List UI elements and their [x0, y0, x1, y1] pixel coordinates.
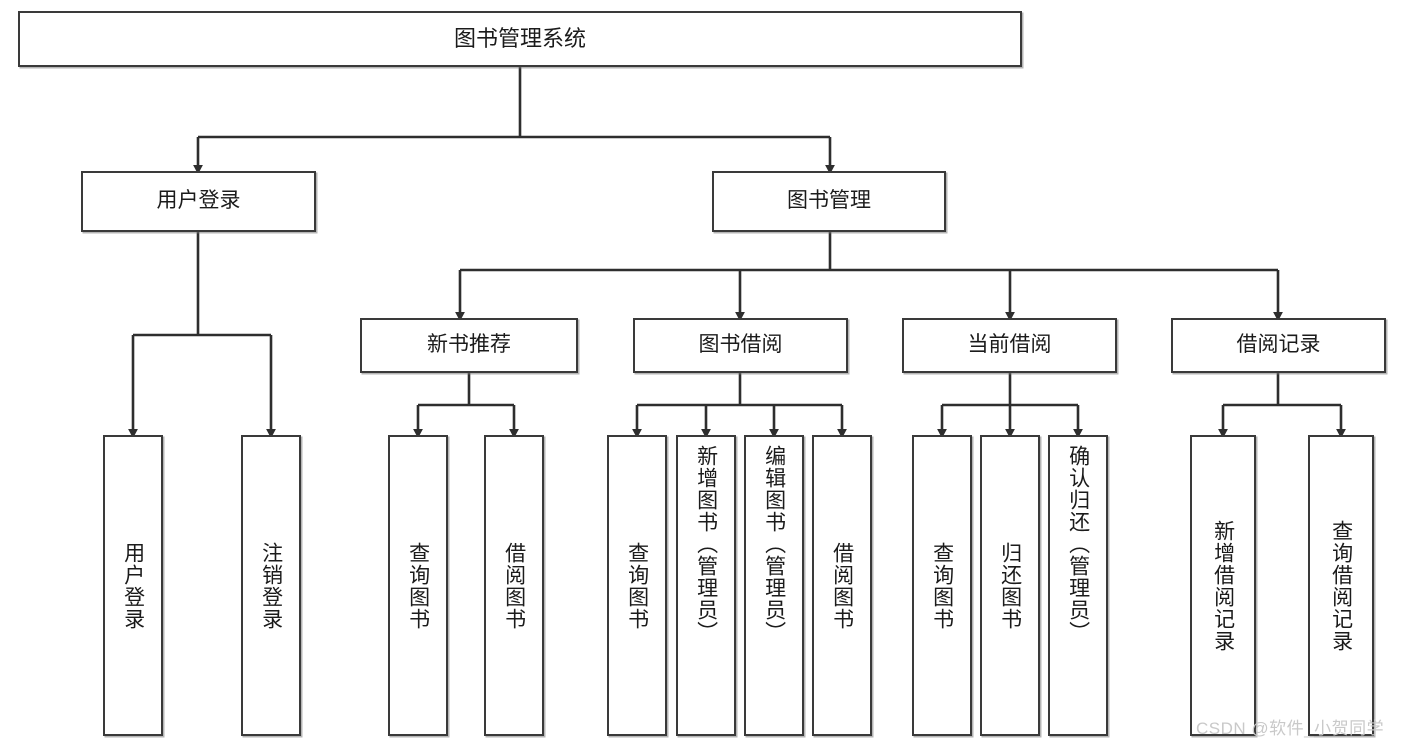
node-root-label: 图书管理系统	[453, 26, 586, 52]
node-new-book-recommend-label: 新书推荐	[427, 333, 511, 357]
node-borrow-record[interactable]: 借阅记录	[1171, 318, 1386, 373]
node-leaf-confirm-return[interactable]: 确认归还（管理员）	[1048, 435, 1108, 736]
node-leaf-query-book-label: 查询图书	[625, 541, 649, 630]
node-leaf-borrow-book-rec[interactable]: 借阅图书	[484, 435, 544, 736]
node-book-borrow[interactable]: 图书借阅	[633, 318, 848, 373]
node-book-manage[interactable]: 图书管理	[712, 171, 946, 232]
node-leaf-user-logout-label: 注销登录	[259, 541, 283, 630]
node-leaf-query-book-rec-label: 查询图书	[406, 541, 430, 630]
node-leaf-add-record-label: 新增借阅记录	[1211, 519, 1235, 652]
node-book-borrow-label: 图书借阅	[698, 333, 783, 357]
node-leaf-add-book-label: 新增图书（管理员）	[694, 445, 718, 643]
node-leaf-return-book[interactable]: 归还图书	[980, 435, 1040, 736]
node-user-login-label: 用户登录	[156, 189, 241, 213]
node-user-login[interactable]: 用户登录	[81, 171, 316, 232]
node-leaf-borrow-book[interactable]: 借阅图书	[812, 435, 872, 736]
node-leaf-confirm-return-label: 确认归还（管理员）	[1066, 445, 1090, 643]
node-borrow-record-label: 借阅记录	[1236, 333, 1321, 357]
node-new-book-recommend[interactable]: 新书推荐	[360, 318, 578, 373]
node-leaf-borrow-book-label: 借阅图书	[830, 541, 854, 630]
node-leaf-query-record-label: 查询借阅记录	[1329, 519, 1353, 652]
node-leaf-return-book-label: 归还图书	[998, 541, 1022, 630]
node-current-borrow-label: 当前借阅	[967, 333, 1052, 357]
node-leaf-query-book-cur[interactable]: 查询图书	[912, 435, 972, 736]
node-leaf-query-book[interactable]: 查询图书	[607, 435, 667, 736]
node-leaf-user-login[interactable]: 用户登录	[103, 435, 163, 736]
node-leaf-user-logout[interactable]: 注销登录	[241, 435, 301, 736]
node-leaf-add-record[interactable]: 新增借阅记录	[1190, 435, 1256, 736]
node-current-borrow[interactable]: 当前借阅	[902, 318, 1117, 373]
node-leaf-edit-book-label: 编辑图书（管理员）	[762, 445, 786, 643]
node-book-manage-label: 图书管理	[787, 189, 871, 213]
node-leaf-borrow-book-rec-label: 借阅图书	[502, 541, 526, 630]
node-root[interactable]: 图书管理系统	[18, 11, 1022, 67]
node-leaf-query-record[interactable]: 查询借阅记录	[1308, 435, 1374, 736]
node-leaf-edit-book[interactable]: 编辑图书（管理员）	[744, 435, 804, 736]
node-leaf-user-login-label: 用户登录	[121, 541, 145, 630]
node-leaf-add-book[interactable]: 新增图书（管理员）	[676, 435, 736, 736]
node-leaf-query-book-rec[interactable]: 查询图书	[388, 435, 448, 736]
node-leaf-query-book-cur-label: 查询图书	[930, 541, 954, 630]
csdn-watermark: CSDN @软件_小贺同学	[1196, 719, 1385, 738]
